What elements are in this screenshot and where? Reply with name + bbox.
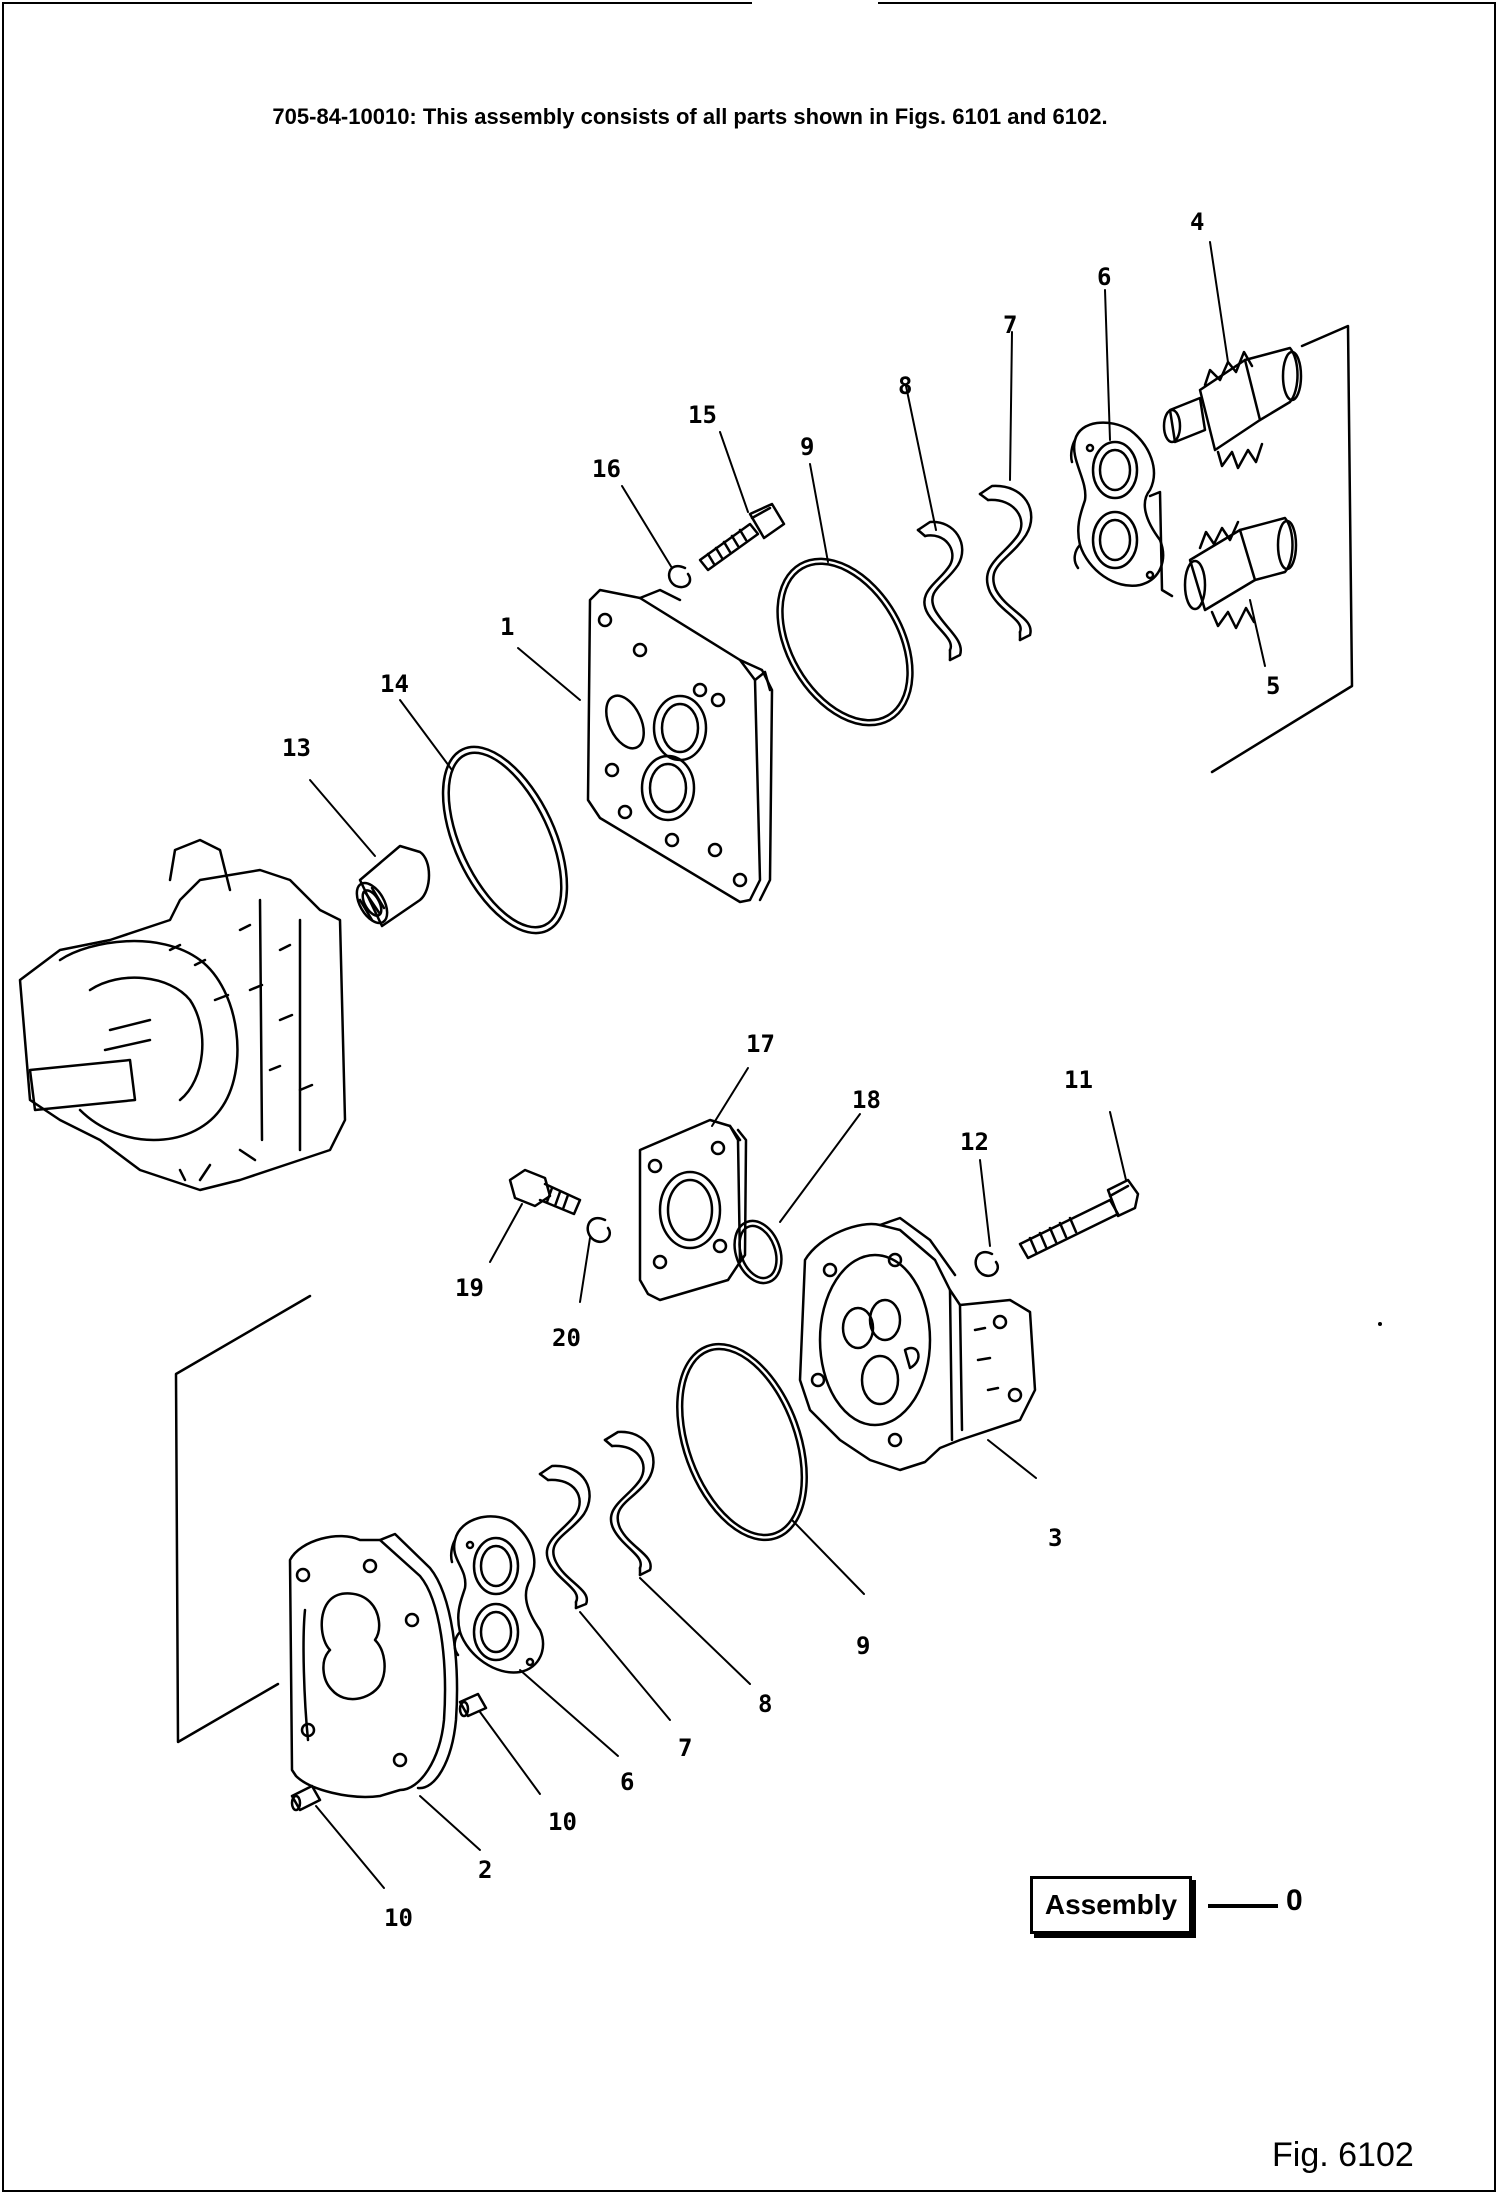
callout-labels: 4 6 7 8 9 15 16 1 14 13 5 17 18 11 12 19… <box>282 208 1280 1932</box>
part-10-dowel-pin-upper <box>458 1692 488 1718</box>
callout-7-upper: 7 <box>1003 311 1017 339</box>
part-20-snap-ring <box>586 1216 611 1244</box>
callout-6-lower: 6 <box>620 1768 634 1796</box>
callout-3: 3 <box>1048 1524 1062 1552</box>
callout-16: 16 <box>592 455 621 483</box>
frame-gap <box>752 0 878 6</box>
callout-13: 13 <box>282 734 311 762</box>
callout-12: 12 <box>960 1128 989 1156</box>
part-14-o-ring <box>441 745 569 935</box>
callout-19: 19 <box>455 1274 484 1302</box>
part-1-plate <box>586 588 774 904</box>
part-4-drive-gear <box>1162 346 1303 470</box>
part-9-o-ring-upper <box>776 557 914 727</box>
part-7-seal-lower <box>538 1464 591 1610</box>
part-6-bearing-plate-lower <box>449 1515 545 1674</box>
assembly-connector-line <box>1208 1904 1278 1908</box>
callout-5: 5 <box>1266 672 1280 700</box>
assembly-button[interactable]: Assembly <box>1030 1876 1192 1934</box>
callout-6-upper: 6 <box>1097 263 1111 291</box>
callout-4: 4 <box>1190 208 1204 236</box>
lower-group-bracket <box>174 1294 312 1744</box>
part-5-driven-gear <box>1183 516 1298 630</box>
part-15-bolt <box>698 502 786 572</box>
callout-17: 17 <box>746 1030 775 1058</box>
part-3-cover <box>798 1216 1037 1472</box>
part-11-bolt <box>1018 1178 1140 1260</box>
callout-10-upper: 10 <box>548 1808 577 1836</box>
part-7-seal-upper <box>978 484 1033 642</box>
stray-dot <box>1378 1322 1382 1326</box>
callout-20: 20 <box>552 1324 581 1352</box>
part-2-housing <box>288 1532 459 1799</box>
header-note: 705-84-10010: This assembly consists of … <box>272 104 1108 129</box>
callout-1: 1 <box>500 613 514 641</box>
part-10-dowel-pin-lower <box>290 1784 322 1812</box>
callout-8-lower: 8 <box>758 1690 772 1718</box>
callout-9-lower: 9 <box>856 1632 870 1660</box>
leader-lines <box>309 241 1266 1889</box>
part-17-flange <box>638 1118 748 1302</box>
figure-label: Fig. 6102 <box>1272 2136 1414 2174</box>
part-13-bushing <box>355 844 431 928</box>
part-8-seal-upper <box>916 520 964 662</box>
callout-15: 15 <box>688 401 717 429</box>
part-12-snap-ring <box>974 1250 999 1278</box>
callout-10-lower: 10 <box>384 1904 413 1932</box>
part-8-seal-lower <box>603 1430 655 1577</box>
callout-2: 2 <box>478 1856 492 1884</box>
assembly-level-value: 0 <box>1286 1884 1303 1917</box>
part-19-bolt <box>508 1168 582 1216</box>
part-18-o-ring-small <box>733 1219 783 1285</box>
callout-11: 11 <box>1064 1066 1093 1094</box>
pump-body-drawing <box>18 838 347 1192</box>
upper-group-bracket <box>1148 324 1354 774</box>
part-9-o-ring-lower <box>676 1342 808 1542</box>
callout-8-upper: 8 <box>898 372 912 400</box>
callout-9-upper: 9 <box>800 433 814 461</box>
part-6-bearing-plate-upper <box>1069 421 1165 588</box>
callout-18: 18 <box>852 1086 881 1114</box>
part-16-snap-ring <box>667 564 692 589</box>
callout-14: 14 <box>380 670 409 698</box>
callout-7-lower: 7 <box>678 1734 692 1762</box>
